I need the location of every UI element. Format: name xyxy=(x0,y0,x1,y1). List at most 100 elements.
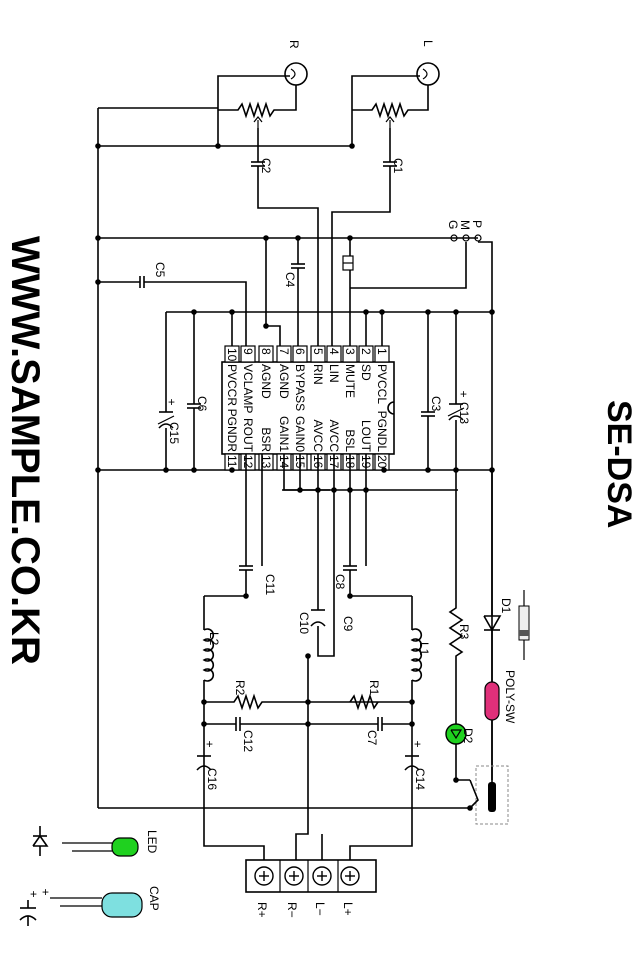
output-filter: + + xyxy=(98,454,470,860)
component-label-c7: C7 xyxy=(365,730,379,746)
ic-pin-name: PGNDL xyxy=(375,411,389,453)
switch-label-m: M xyxy=(458,220,472,230)
ic-pin-name: PVCCL xyxy=(375,364,389,404)
junction-dots xyxy=(95,143,495,811)
ic-pin-box xyxy=(310,345,326,363)
junction-dot xyxy=(409,699,415,705)
component-label-l2: L2 xyxy=(207,632,221,646)
junction-dot xyxy=(453,309,459,315)
ic-pin-name: BSL xyxy=(343,429,357,452)
ic-pin-box xyxy=(276,345,292,363)
junction-dot xyxy=(453,777,459,783)
junction-dot xyxy=(215,143,221,149)
component-label-r2: R2 xyxy=(233,680,247,696)
cap-c15: + xyxy=(157,395,175,429)
input-left-label: L xyxy=(421,40,435,47)
component-label-c11: C11 xyxy=(263,574,277,595)
ic-pin-name: AVCC xyxy=(311,420,325,453)
ic-pin-name: LOUT xyxy=(359,420,373,453)
ic-pin-name: LIN xyxy=(327,364,341,383)
junction-dot xyxy=(305,699,311,705)
component-label-c13: C13 xyxy=(457,402,471,424)
svg-text:+: + xyxy=(414,737,421,751)
junction-dot xyxy=(95,279,101,285)
product-title: SE-DSA xyxy=(600,400,638,528)
component-label-c9: C9 xyxy=(341,616,355,632)
legend-led: LED xyxy=(32,826,159,857)
svg-text:+: + xyxy=(206,737,213,751)
junction-dot xyxy=(489,309,495,315)
component-label-c4: C4 xyxy=(283,272,297,288)
ic-pin-number: 3 xyxy=(343,348,357,355)
input-right-label: R xyxy=(287,40,301,49)
ic-pin-name: BSR xyxy=(259,427,273,452)
ic-pin-name: GAIN0 xyxy=(293,416,307,452)
ic-pin-name: AVCC xyxy=(327,420,341,453)
ic-pin-number: 6 xyxy=(293,348,307,355)
junction-dot xyxy=(363,309,369,315)
junction-dot xyxy=(305,721,311,727)
component-label-c1: C1 xyxy=(391,158,405,174)
ic-pin-name: AGND xyxy=(277,364,291,399)
junction-dot xyxy=(347,487,353,493)
junction-dot xyxy=(347,593,353,599)
terminal-screws: L+L−R−R+ xyxy=(254,866,360,918)
ic-pin-name: PVCCR xyxy=(225,364,239,406)
ic-pin-number: 10 xyxy=(225,348,239,362)
junction-dot xyxy=(297,487,303,493)
junction-dot xyxy=(95,143,101,149)
junction-dot xyxy=(425,467,431,473)
component-label-c6: C6 xyxy=(195,396,209,412)
component-label-c14: C14 xyxy=(413,768,427,790)
terminal-label: R− xyxy=(285,902,299,918)
junction-dot xyxy=(467,805,473,811)
junction-dot xyxy=(229,309,235,315)
volume-potentiometers xyxy=(97,75,429,808)
terminal-label: L+ xyxy=(341,902,355,916)
junction-dot xyxy=(229,467,235,473)
ic-pin-name: ROUT xyxy=(241,418,255,453)
ic-pins: 1PVCCL2SD3MUTE4LIN5RIN6BYPASS7AGND8AGND9… xyxy=(224,345,390,471)
component-label-poly: POLY-SW xyxy=(503,670,517,724)
ic-pin-name: BYPASS xyxy=(293,364,307,411)
ic-pin-number: 12 xyxy=(241,455,255,469)
ic-pin-number: 2 xyxy=(359,348,373,355)
junction-dot xyxy=(347,235,353,241)
junction-dot xyxy=(409,721,415,727)
component-label-c12: C12 xyxy=(241,730,255,752)
junction-dot xyxy=(201,721,207,727)
power-mute-switch: P M G xyxy=(98,220,493,808)
component-label-c8: C8 xyxy=(333,574,347,590)
ic-pin-number: 11 xyxy=(225,455,239,468)
ic-pin-box xyxy=(240,453,256,471)
junction-dot xyxy=(381,467,387,473)
junction-dot xyxy=(263,323,269,329)
junction-dot xyxy=(363,487,369,493)
junction-dot xyxy=(163,467,169,473)
ic-pin-box xyxy=(240,345,256,363)
component-label-c15: C15 xyxy=(167,422,181,444)
svg-text:+: + xyxy=(168,395,175,409)
junction-dot xyxy=(295,235,301,241)
switch-label-g: G xyxy=(446,220,460,229)
website-label: WWW.SAMPLE.CO.KR xyxy=(3,236,47,665)
ic-pin-name: RIN xyxy=(311,364,325,385)
ic-pin-number: 8 xyxy=(259,348,273,355)
component-label-c3: C3 xyxy=(429,396,443,412)
component-label-r3: R3 xyxy=(457,624,471,640)
ic-pin-box xyxy=(258,345,274,363)
component-label-d1: D1 xyxy=(499,598,513,614)
component-label-c10: C10 xyxy=(297,612,311,634)
junction-dot xyxy=(489,467,495,473)
ic-pin-number: 13 xyxy=(259,455,273,469)
ic-pin-number: 5 xyxy=(311,348,325,355)
ic-pin-box xyxy=(358,345,374,363)
junction-dot xyxy=(349,143,355,149)
ic-pin-name: MUTE xyxy=(343,364,357,398)
ic-pin-number: 7 xyxy=(277,348,291,355)
amplifier-ic xyxy=(221,361,395,455)
junction-dot xyxy=(243,593,249,599)
input-jack-left: L xyxy=(416,40,440,86)
